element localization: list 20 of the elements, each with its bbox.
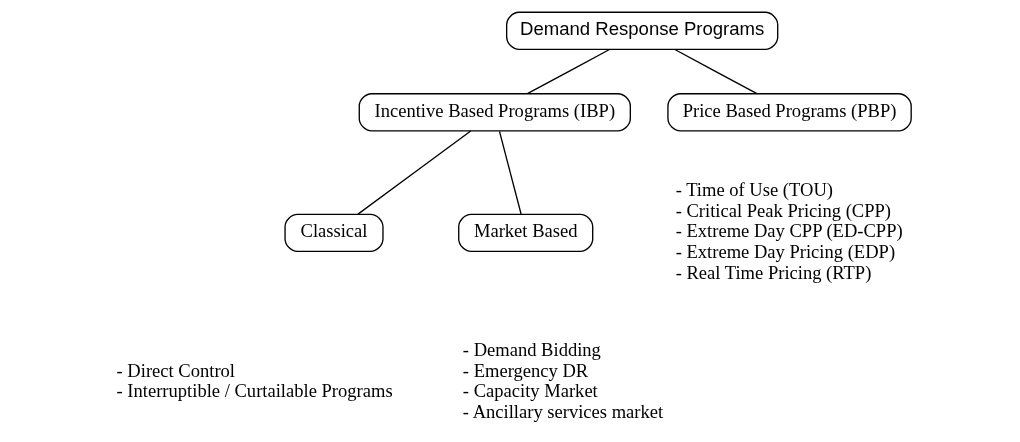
node-label: - Ancillary services market [462, 400, 664, 422]
connector [674, 48, 758, 95]
node-label: - Emergency DR [462, 359, 589, 381]
node-box: Demand Response Programs [505, 11, 779, 51]
node-box: Market Based [458, 213, 594, 253]
node-label: - Extreme Day CPP (ED-CPP) [675, 220, 903, 242]
node-label: - Direct Control [116, 359, 236, 381]
connector [498, 130, 522, 215]
node-label: - Extreme Day Pricing (EDP) [675, 241, 896, 262]
node-label: - Capacity Market [462, 380, 598, 402]
node-label: - Interruptible / Curtailable Programs [116, 380, 393, 402]
connector [526, 48, 611, 95]
node-box: Incentive Based Programs (IBP) [358, 93, 631, 132]
node-box: Classical [284, 213, 384, 253]
connector [357, 130, 472, 215]
node-box: Price Based Programs (PBP) [667, 93, 912, 132]
node-label: - Demand Bidding [462, 338, 601, 360]
node-label: - Critical Peak Pricing (CPP) [675, 199, 891, 221]
node-label: - Time of Use (TOU) [675, 179, 833, 201]
node-label: - Real Time Pricing (RTP) [675, 261, 872, 283]
